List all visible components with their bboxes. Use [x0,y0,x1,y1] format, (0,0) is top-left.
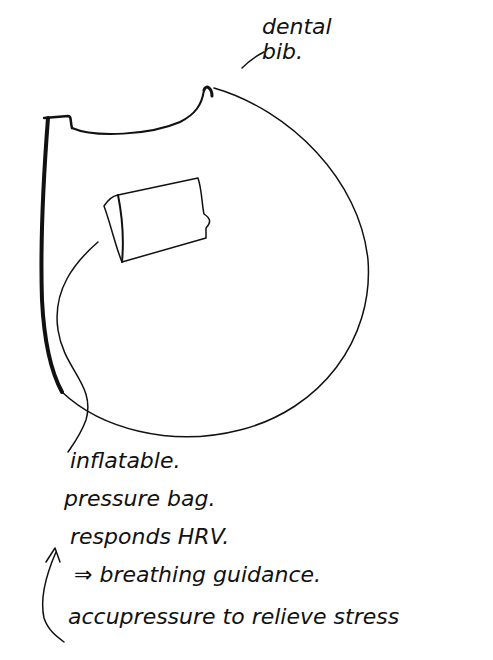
pressure-bag [104,178,210,262]
handwritten-note: accupressure to relieve stress [68,604,399,629]
bib-left-edge [41,118,62,392]
handwritten-note: pressure bag. [64,486,215,511]
air-tube [57,242,98,452]
handwritten-note: responds HRV. [70,524,229,549]
handwritten-note: ⇒ breathing guidance. [74,562,321,587]
bib-outer-edge [62,88,368,437]
bib-neck [72,90,204,134]
leader-stroke [242,52,264,68]
arrow-head [46,548,60,562]
handwritten-note: dental bib. [262,14,352,65]
bib-top-right [204,87,212,96]
handwritten-note: inflatable. [70,448,180,473]
pressure-bag-fold [118,195,123,262]
bracket-arrow [43,552,64,642]
bib-top-left [44,116,72,128]
